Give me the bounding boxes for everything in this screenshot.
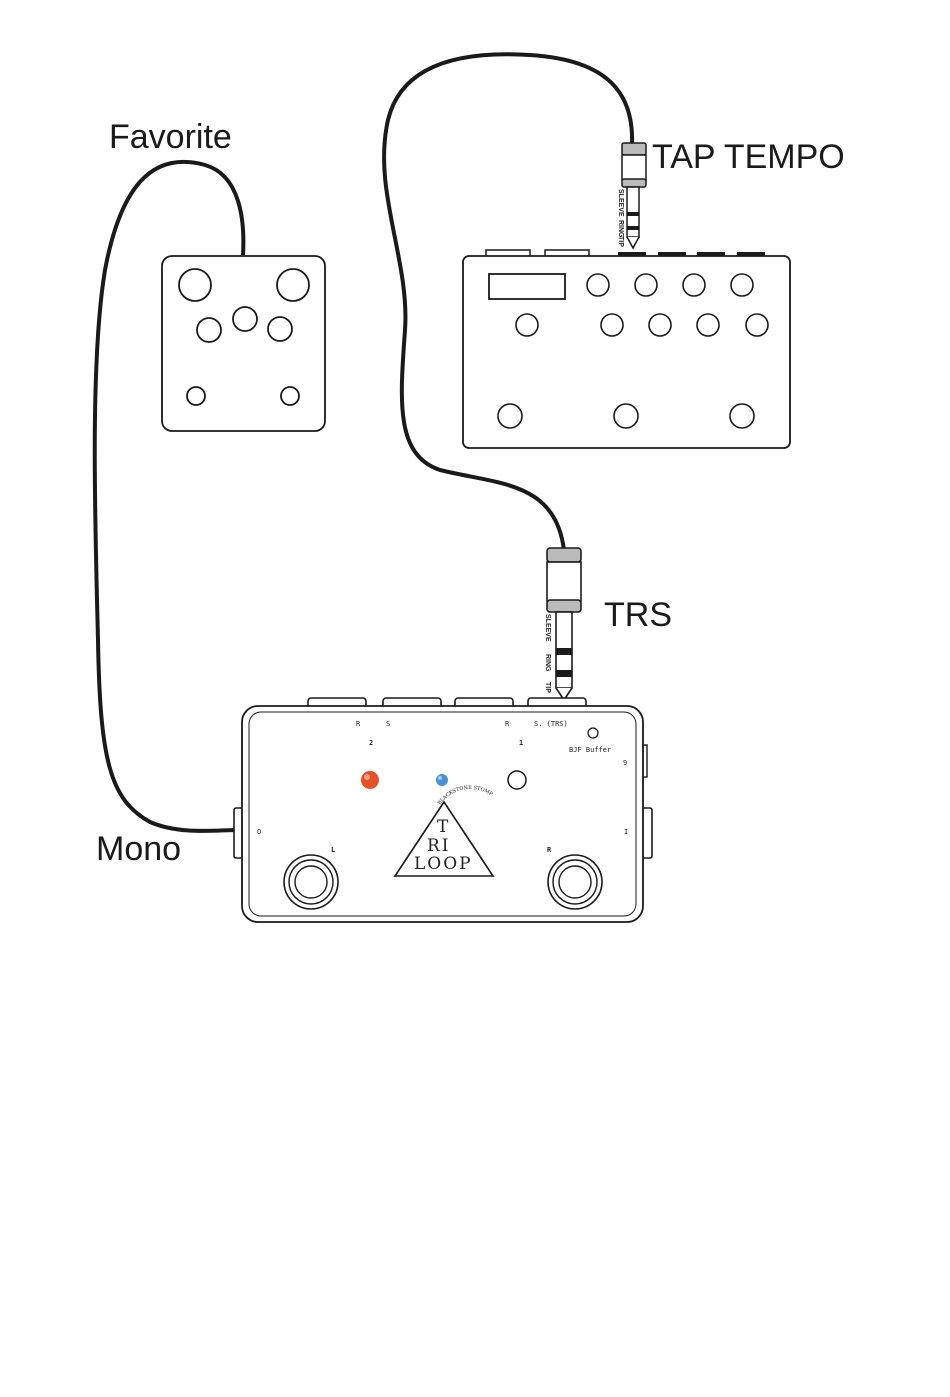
trs-plug-tip-label: TIP: [544, 682, 551, 693]
multi-effect-unit: [463, 250, 790, 448]
favorite-switch-box: [162, 256, 325, 431]
tap-plug-tip-label: TIP: [617, 236, 624, 247]
led-red: [361, 771, 379, 789]
loop-1-label: 1: [519, 739, 523, 747]
tap-tempo-plug: SLEEVE RING TIP: [617, 143, 646, 248]
tap-tempo-label: TAP TEMPO: [652, 138, 845, 176]
jack-label-s-trs: S. (TRS): [534, 720, 568, 728]
triloop-pedal: R S R S. (TRS) 2 1 BJF Buffer 9 O I T RI…: [234, 698, 652, 922]
trs-plug: SLEEVE RING TIP: [544, 548, 581, 700]
tap-plug-sleeve-label: SLEEVE: [617, 189, 624, 217]
mono-label: Mono: [96, 830, 181, 868]
logo-line-1: T: [437, 817, 450, 837]
display-screen: [489, 274, 565, 299]
led-blue: [436, 774, 448, 786]
favorite-footswitch-left: [179, 269, 211, 301]
footswitch-l-label: L: [331, 846, 335, 854]
jack-label-s-left: S: [386, 720, 390, 728]
led-off: [508, 771, 526, 789]
power-9v-label: 9: [623, 759, 627, 767]
loop-2-label: 2: [369, 739, 373, 747]
logo-line-3: LOOP: [414, 854, 473, 874]
output-label: O: [257, 828, 261, 836]
input-label: I: [624, 828, 628, 836]
trs-plug-ring-label: RING: [544, 654, 551, 672]
favorite-label: Favorite: [109, 118, 232, 156]
footswitch-right: [548, 855, 602, 909]
logo-line-2: RI: [427, 836, 451, 856]
footswitch-left: [284, 855, 338, 909]
favorite-footswitch-right: [277, 269, 309, 301]
bjf-buffer-label: BJF Buffer: [569, 746, 611, 754]
trs-label: TRS: [604, 596, 672, 634]
trs-plug-sleeve-label: SLEEVE: [544, 614, 551, 642]
buffer-toggle: [588, 728, 598, 738]
